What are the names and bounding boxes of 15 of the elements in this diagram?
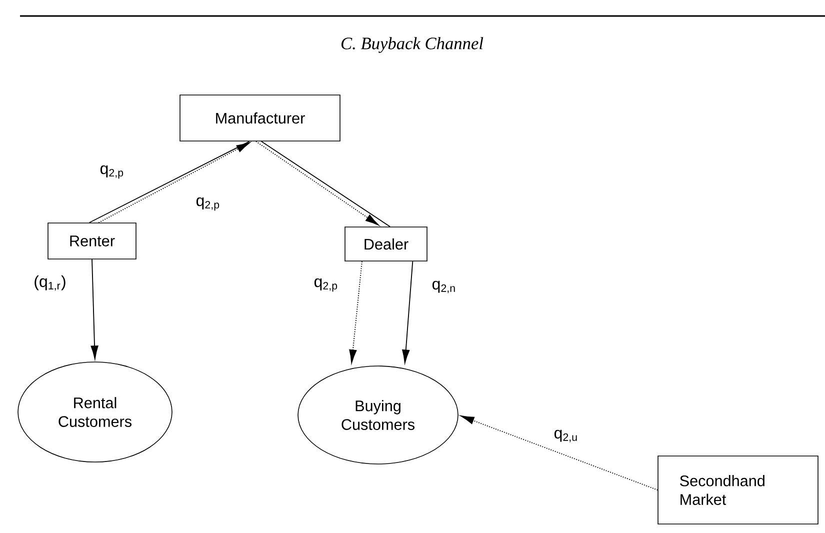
edge-label: q$_{2,u}$ bbox=[552, 428, 580, 444]
edge-label: q$_{2,p}$ bbox=[194, 196, 222, 212]
arrow bbox=[460, 416, 658, 490]
edge-label: q$_{2,p}$ bbox=[98, 164, 126, 180]
edge-label: q$_{2,p}$ bbox=[312, 277, 340, 293]
edge-label: q$_{2,n}$ bbox=[430, 279, 458, 295]
arrow bbox=[90, 258, 98, 360]
process-box: Manufacturer bbox=[180, 94, 340, 142]
process-box: Dealer bbox=[344, 226, 428, 262]
edge-label: (q$_{1,r}$) bbox=[32, 274, 68, 292]
arrow bbox=[402, 260, 414, 364]
title: C. Buyback Channel bbox=[341, 37, 484, 53]
process-box: Secondhand Market bbox=[658, 456, 818, 524]
arrow bbox=[349, 260, 362, 364]
process-box: Renter bbox=[48, 222, 136, 260]
